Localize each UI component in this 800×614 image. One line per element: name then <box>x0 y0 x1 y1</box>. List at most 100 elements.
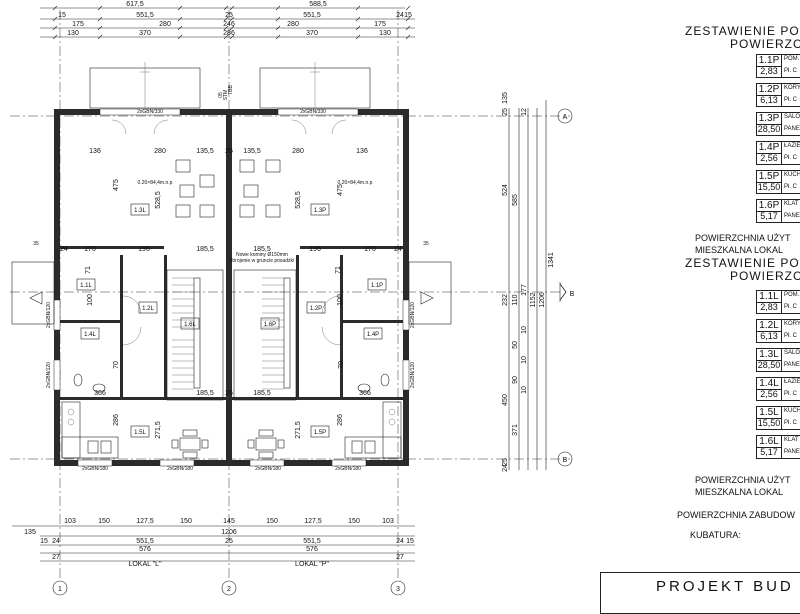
axis-bubble <box>557 108 573 124</box>
inner-dim-c: 366 <box>359 390 371 397</box>
room-code: 1.5L <box>757 407 782 419</box>
room-label-1.5L: 1.5L <box>134 430 146 436</box>
right-dimension-lines <box>508 100 547 470</box>
dim-tick <box>52 25 58 31</box>
dim-tick <box>405 34 411 40</box>
inner-dim-c: 366 <box>94 390 106 397</box>
top-dim-row3: 280 <box>159 21 171 28</box>
room-name: SALO <box>784 350 800 356</box>
vert-dim: 100 <box>87 294 94 306</box>
floor-note: 0.20×84,4m.n.p <box>338 180 373 186</box>
room-label-box <box>76 278 96 291</box>
dim-tick <box>405 16 411 22</box>
room-label-1.3P: 1.3P <box>314 208 326 214</box>
dim-tick <box>275 34 281 40</box>
inner-dim-a: 25 <box>225 148 233 155</box>
room-code: 1.3L <box>757 349 782 361</box>
room-label-1.3L: 1.3L <box>134 208 146 214</box>
room-floor: PANE <box>784 126 800 132</box>
vert-dim: 286 <box>113 414 120 426</box>
bottom-dim-1: 103 <box>382 518 394 525</box>
vert-dim: 71 <box>85 266 92 274</box>
room-area: 2,56 <box>757 389 782 400</box>
bottom-dim-1: 127,5 <box>136 518 154 525</box>
lounge-furniture-right <box>239 159 281 218</box>
sum-label-l-2: MIESZKALNA LOKAL <box>695 487 784 497</box>
room-code: 1.1P <box>757 55 782 67</box>
dim-tick <box>223 5 229 11</box>
bottom-dim-3: 15 <box>40 538 48 545</box>
dim-tick <box>97 25 103 31</box>
zabud-label: POWIERZCHNIA ZABUDOW <box>677 510 796 520</box>
room-schedule-panel: ZESTAWIENIE POM POWIERZCHN 1.1PPOM.2,83P… <box>655 0 800 600</box>
room-code: 1.1L <box>757 291 782 303</box>
stair-core <box>193 277 201 389</box>
vert-dim: 286 <box>337 414 344 426</box>
room-floor: Pł. C <box>784 333 798 339</box>
room-name: KUCH <box>784 172 800 178</box>
room-label-box <box>80 327 100 340</box>
dim-tick <box>355 5 361 11</box>
dim-tick <box>355 25 361 31</box>
bottom-dim-1: 150 <box>348 518 360 525</box>
dim-tick <box>52 5 58 11</box>
room-area: 5,17 <box>757 211 782 222</box>
room-floor: Pł. C <box>784 97 798 103</box>
dim-tick <box>405 25 411 31</box>
bottom-dim-1: 150 <box>98 518 110 525</box>
misc-mark: 35 <box>33 241 39 247</box>
chimney-note: zbrojenie w gruncie posadzki <box>230 258 294 264</box>
misc-mark: 35 <box>423 241 429 247</box>
sum-label-p-2: MIESZKALNA LOKAL <box>695 245 784 255</box>
room-area: 5,17 <box>757 447 782 458</box>
misc-mark: TBB <box>228 84 234 94</box>
axis-bubble <box>221 580 237 596</box>
room-label-box <box>180 317 200 330</box>
dim-tick <box>177 16 183 22</box>
bottom-dim-5: 27 <box>396 554 404 561</box>
room-area: 15,50 <box>757 182 782 193</box>
bottom-dim-3: 551,5 <box>136 538 154 545</box>
schedule-title-p: ZESTAWIENIE POM <box>685 24 800 38</box>
window-label: 2xGBN/120 <box>46 362 52 388</box>
stairs-right <box>262 277 291 390</box>
room-name: SALO <box>784 114 800 120</box>
bottom-dim-1: 127,5 <box>304 518 322 525</box>
dim-tick <box>52 16 58 22</box>
room-floor: PANE <box>784 449 800 455</box>
axis-label-B: B <box>563 457 568 464</box>
dim-tick <box>97 34 103 40</box>
top-dim-row4: 130 <box>379 30 391 37</box>
room-area: 2,56 <box>757 153 782 164</box>
room-floor: PANE <box>784 213 800 219</box>
room-floor: Pł. C <box>784 391 798 397</box>
bottom-dim-1: 145 <box>223 518 235 525</box>
right-dim: 25 <box>502 458 509 466</box>
top-dim-row2: 24 <box>396 12 404 19</box>
axis-label-2: 2 <box>227 586 231 593</box>
right-dim: 110 <box>512 294 519 305</box>
room-label-1.4P: 1.4P <box>367 332 379 338</box>
room-label-1.6P: 1.6P <box>264 322 276 328</box>
window-label: 2xGBN/180 <box>167 466 193 472</box>
room-code: 1.2L <box>757 320 782 332</box>
room-label-1.1P: 1.1P <box>371 283 383 289</box>
room-area: 2,83 <box>757 302 782 313</box>
right-dim: 371 <box>512 424 519 436</box>
room-label-1.5P: 1.5P <box>314 430 326 436</box>
top-dim-row3: 280 <box>287 21 299 28</box>
dim-tick <box>229 25 235 31</box>
room-floor: Pł. C <box>784 420 798 426</box>
right-dim: 1341 <box>548 252 555 268</box>
right-dim: 10 <box>521 386 528 394</box>
room-label-box <box>310 203 330 216</box>
inner-dim-b: 24 <box>60 246 68 253</box>
top-dim-row4: 286 <box>223 30 235 37</box>
